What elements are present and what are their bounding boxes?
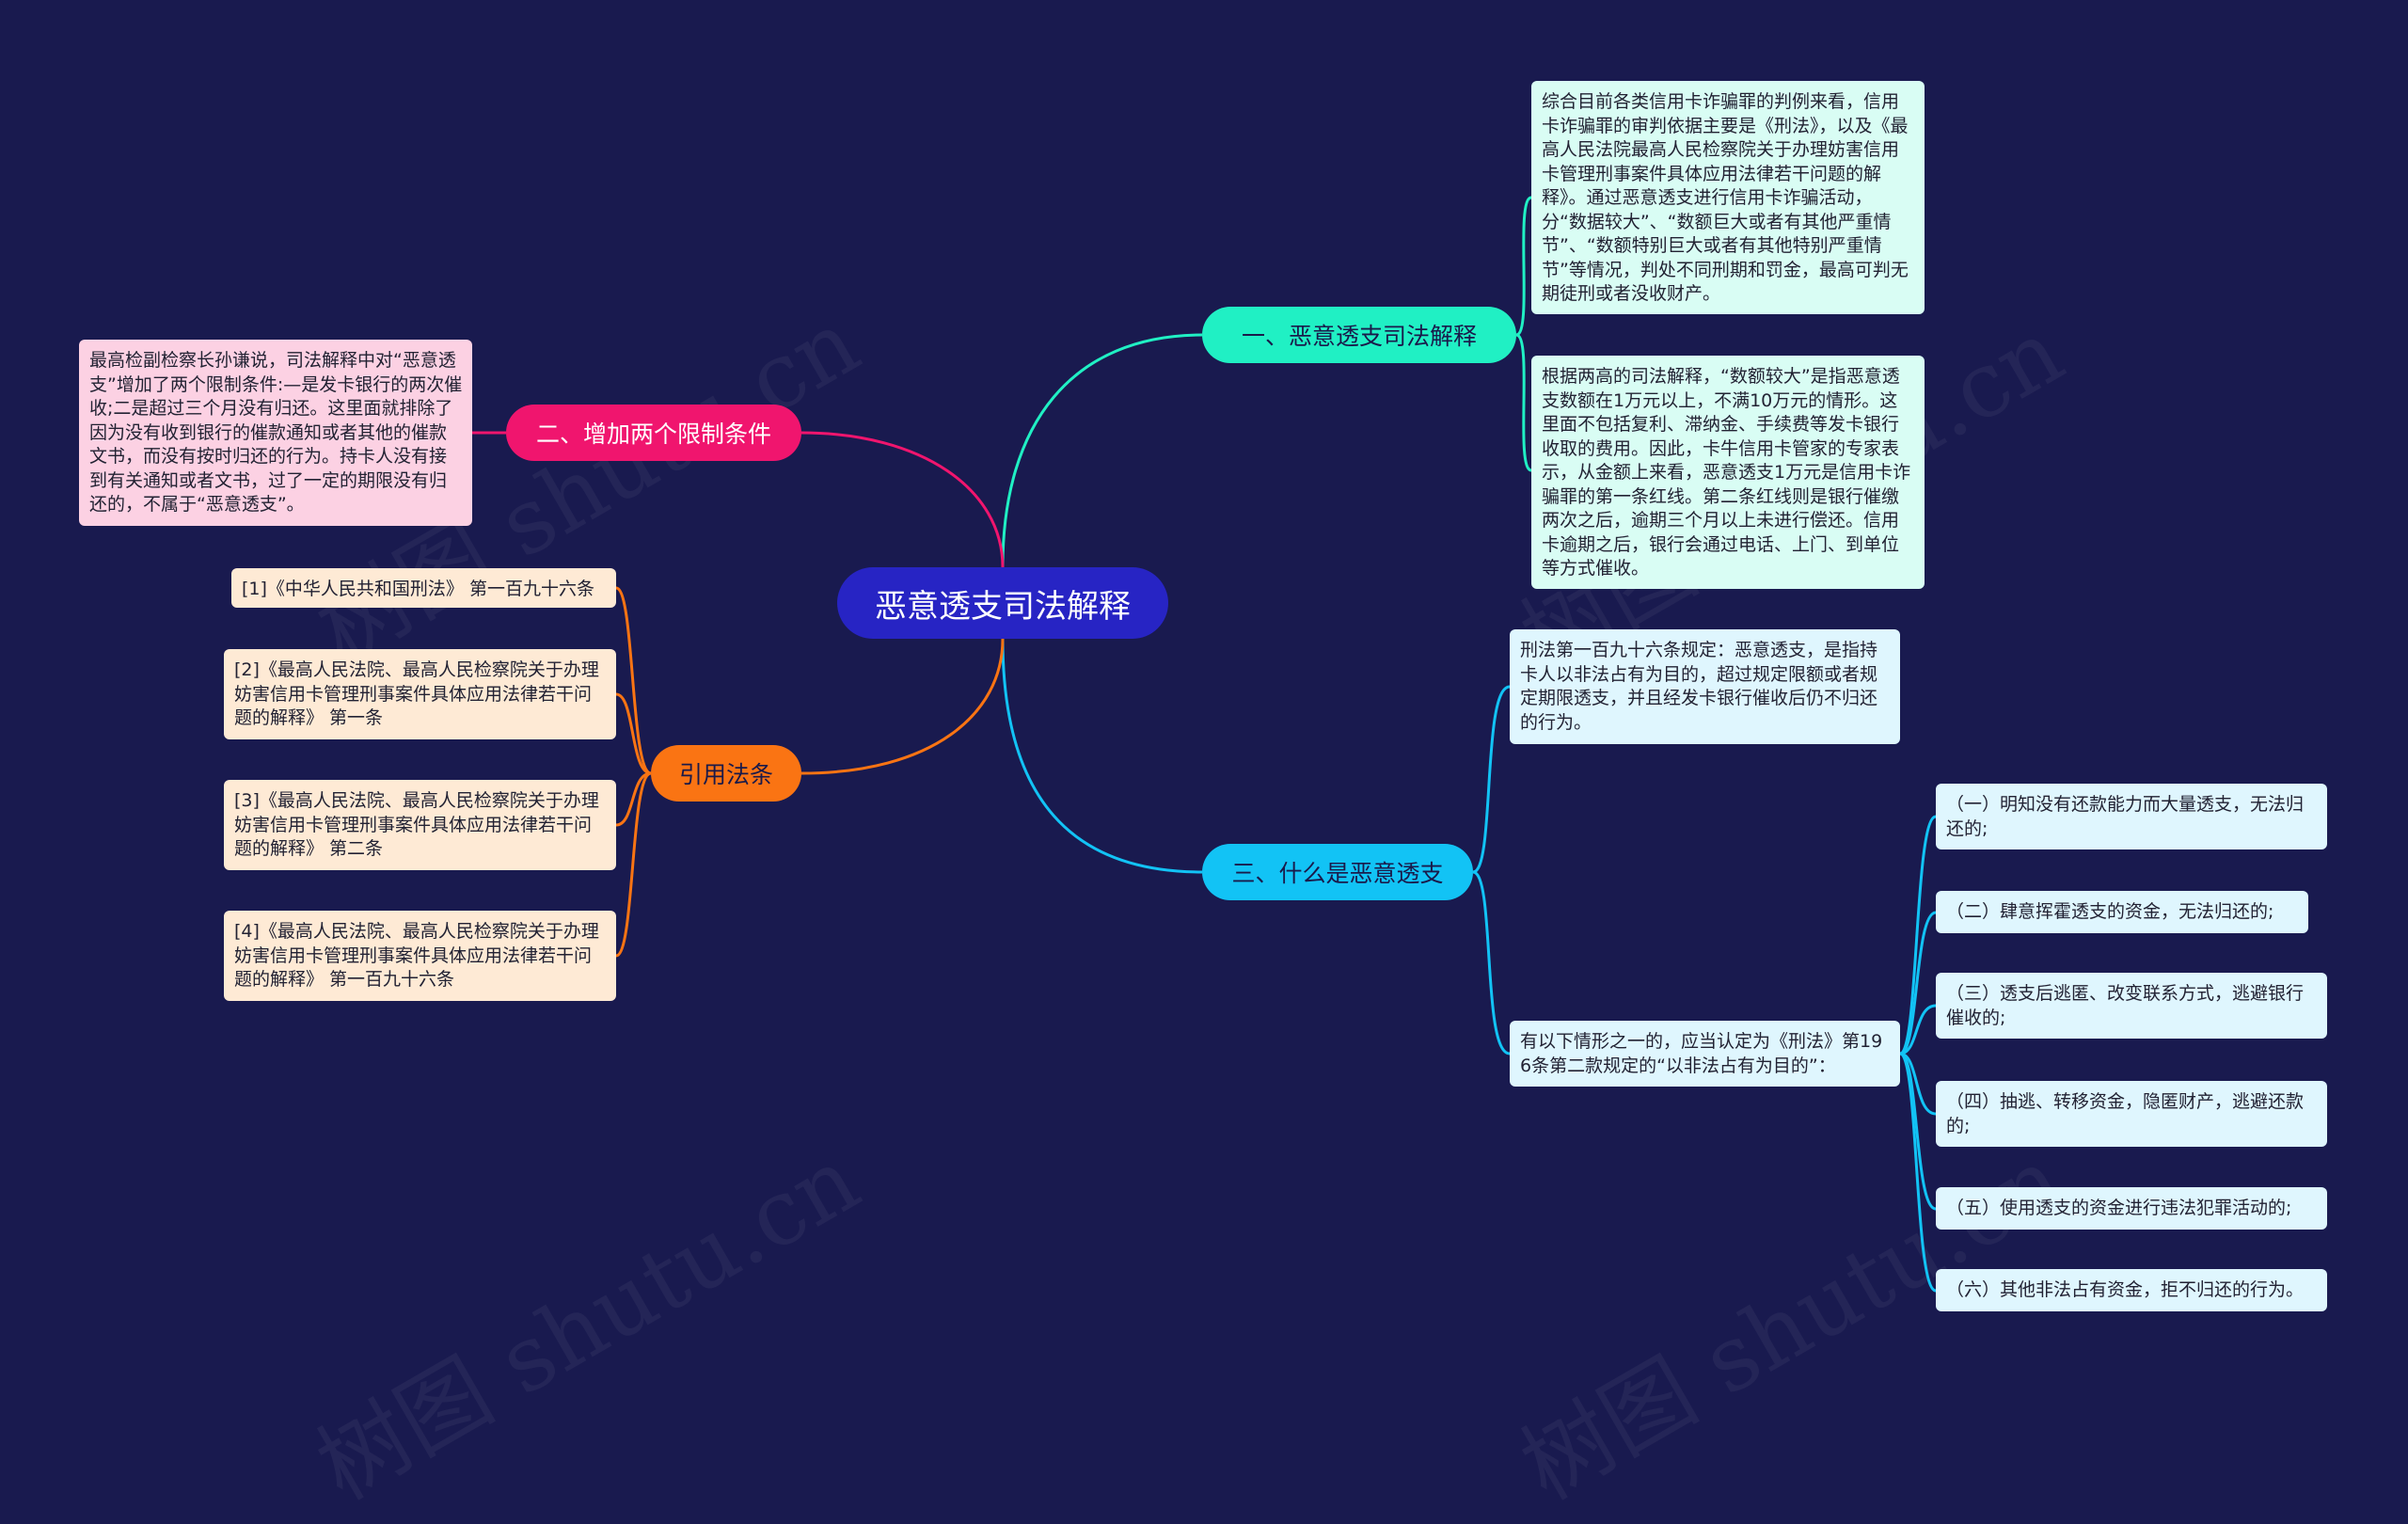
link-root-b1 (1001, 333, 1203, 568)
subleaf-node[interactable]: （五）使用透支的资金进行违法犯罪活动的; (1936, 1187, 2327, 1230)
link-sub4 (1899, 1052, 1937, 1116)
link-b4-leaf1 (615, 586, 652, 775)
branch-label: 三、什么是恶意透支 (1231, 860, 1444, 887)
leaf-node[interactable]: [3]《最高人民法院、最高人民检察院关于办理妨害信用卡管理刑事案件具体应用法律若… (224, 780, 616, 870)
link-sub3 (1899, 1004, 1937, 1056)
link-b4-leaf2 (615, 692, 652, 775)
link-b1-leaf1 (1515, 196, 1532, 337)
leaf-node[interactable]: [4]《最高人民法院、最高人民检察院关于办理妨害信用卡管理刑事案件具体应用法律若… (224, 911, 616, 1001)
branch-cited-laws[interactable]: 引用法条 (651, 745, 801, 802)
branch-label: 引用法条 (678, 761, 773, 788)
branch-label: 二、增加两个限制条件 (535, 421, 771, 448)
subleaf-node[interactable]: （二）肆意挥霍透支的资金，无法归还的; (1936, 891, 2308, 933)
link-b4-leaf4 (615, 771, 652, 958)
subleaf-node[interactable]: （三）透支后逃匿、改变联系方式，逃避银行催收的; (1936, 973, 2327, 1039)
subleaf-node[interactable]: （一）明知没有还款能力而大量透支，无法归还的; (1936, 784, 2327, 849)
leaf-node[interactable]: 最高检副检察长孙谦说，司法解释中对“恶意透支”增加了两个限制条件:—是发卡银行的… (79, 340, 472, 526)
root-node[interactable]: 恶意透支司法解释 (837, 567, 1168, 639)
branch-what-is-malicious-overdraft[interactable]: 三、什么是恶意透支 (1202, 844, 1473, 900)
leaf-node[interactable]: [1]《中华人民共和国刑法》 第一百九十六条 (231, 568, 616, 608)
leaf-node[interactable]: [2]《最高人民法院、最高人民检察院关于办理妨害信用卡管理刑事案件具体应用法律若… (224, 649, 616, 739)
mindmap-canvas: 树图 shutu.cn 树图 shutu.cn 树图 shutu.cn 树图 s… (79, 81, 2327, 1520)
branch-judicial-interpretation[interactable]: 一、恶意透支司法解释 (1202, 307, 1516, 363)
leaf-node[interactable]: 刑法第一百九十六条规定：恶意透支，是指持卡人以非法占有为目的，超过规定限额或者规… (1510, 629, 1900, 744)
root-label: 恶意透支司法解释 (875, 587, 1131, 626)
link-root-b2 (800, 431, 1005, 568)
leaf-node[interactable]: 根据两高的司法解释，“数额较大”是指恶意透支数额在1万元以上，不满10万元的情形… (1531, 356, 1925, 589)
leaf-node[interactable]: 有以下情形之一的，应当认定为《刑法》第196条第二款规定的“以非法占有为目的”： (1510, 1021, 1900, 1087)
link-b3-leaf2 (1472, 870, 1511, 1056)
branch-label: 一、恶意透支司法解释 (1241, 323, 1477, 350)
link-sub6 (1899, 1052, 1937, 1293)
subleaf-node[interactable]: （四）抽逃、转移资金，隐匿财产，逃避还款的; (1936, 1081, 2327, 1147)
link-b3-leaf1 (1472, 685, 1511, 874)
link-root-b4 (800, 638, 1005, 775)
link-sub1 (1899, 815, 1937, 1056)
leaf-node[interactable]: 综合目前各类信用卡诈骗罪的判例来看，信用卡诈骗罪的审判依据主要是《刑法》，以及《… (1531, 81, 1925, 314)
branch-two-restrictions[interactable]: 二、增加两个限制条件 (506, 405, 801, 461)
link-root-b3 (1001, 638, 1203, 874)
connector-lines (472, 196, 1937, 1293)
link-sub2 (1899, 911, 1937, 1056)
link-b1-leaf2 (1515, 333, 1532, 472)
subleaf-node[interactable]: （六）其他非法占有资金，拒不归还的行为。 (1936, 1269, 2327, 1311)
link-b4-leaf3 (615, 771, 652, 827)
